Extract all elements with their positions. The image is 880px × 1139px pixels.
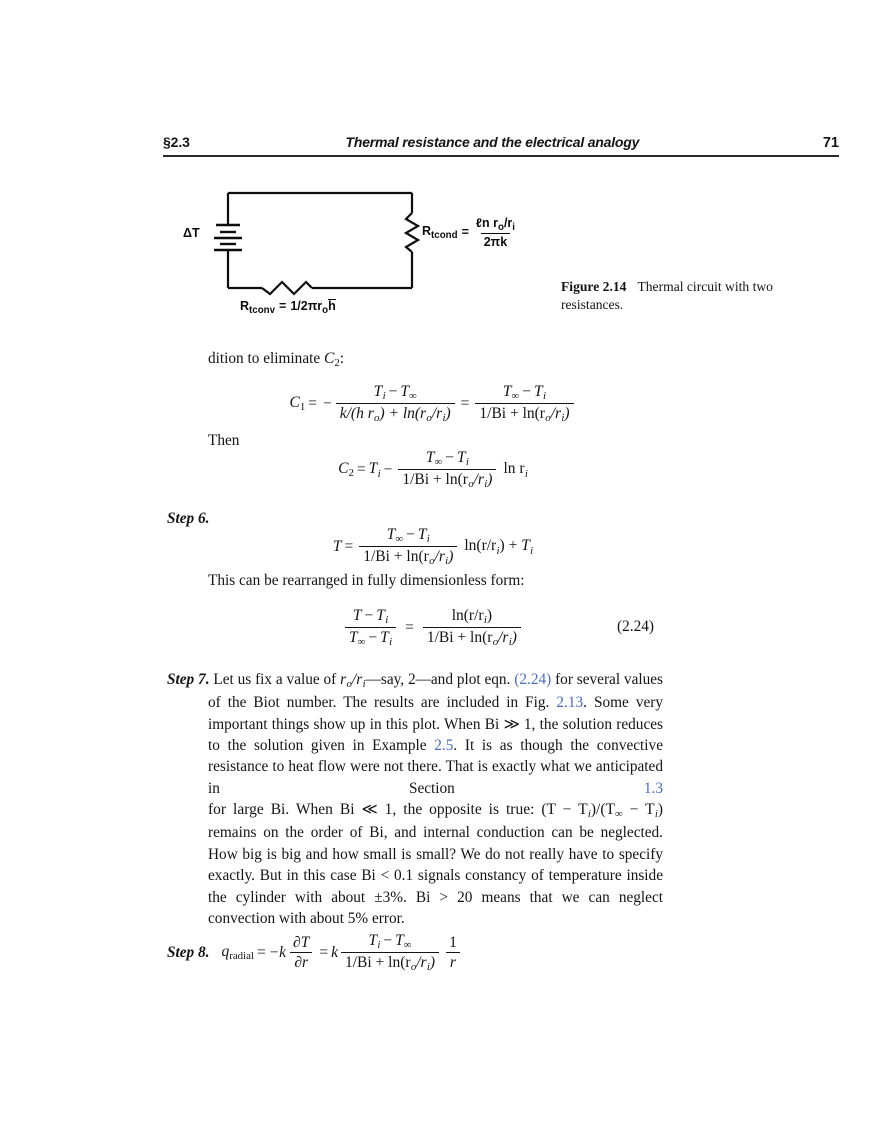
figure-2-14: ΔT Rtcond = ℓn ro/ri 2πk Rtconv = 1/2πro… xyxy=(180,180,560,330)
c1-fraction-1: Ti−T∞ k/(h ro) + ln(ro/ri) xyxy=(335,383,455,425)
step8-k: k xyxy=(331,944,338,962)
header-rule xyxy=(163,155,839,157)
step-6: Step 6. xyxy=(167,508,663,529)
step-7-text-1: Let us fix a value of xyxy=(213,671,337,688)
step-7-text-9: ) remains on the order of Bi, and intern… xyxy=(208,801,664,928)
step6-lhs: T xyxy=(332,538,342,555)
step8-tail-fraction: 1 r xyxy=(445,934,461,973)
c1-f2-denominator: 1/Bi + ln(ro/ri) xyxy=(475,403,574,425)
rearranged-line: This can be rearranged in fully dimensio… xyxy=(208,570,663,591)
step-6-label: Step 6. xyxy=(167,510,210,527)
equation-step6: T = T∞−Ti 1/Bi + ln(ro/ri) ln(r/ri) + Ti xyxy=(163,524,703,570)
equation-number-2-24: (2.24) xyxy=(617,618,654,635)
thermal-circuit-schematic xyxy=(214,191,421,296)
step8-tail-denominator: r xyxy=(445,952,460,972)
c1-f1-denominator: k/(h ro) + ln(ro/ri) xyxy=(335,403,455,425)
c1-minus: − xyxy=(322,395,332,412)
page-number: 71 xyxy=(822,135,839,151)
rt-cond-denominator: 2πk xyxy=(480,233,511,249)
rt-conv-symbol: Rtconv xyxy=(240,299,276,316)
step6-numerator: T∞−Ti xyxy=(386,526,430,546)
link-section-1-3[interactable]: 1.3 xyxy=(643,779,663,797)
step-7-text-4: . Some very important things show up in … xyxy=(208,694,663,755)
rt-cond-label: Rtcond = ℓn ro/ri 2πk xyxy=(422,216,518,249)
c2-equals: = xyxy=(356,461,366,478)
figure-caption-label: Figure 2.14 xyxy=(561,279,627,294)
step8-partial-fraction: ∂T ∂r xyxy=(289,934,313,973)
c1-equals: = xyxy=(308,395,317,412)
step-7-text-2: —say, 2—and plot eqn. xyxy=(365,671,511,688)
c2-denominator: 1/Bi + ln(ro/ri) xyxy=(398,469,497,491)
step-7-ro-ri: ro/ri xyxy=(340,671,366,691)
c2-ti: Ti xyxy=(368,460,381,480)
delta-t-label: ΔT xyxy=(183,226,200,240)
eq224-lhs-denominator: T∞−Ti xyxy=(345,627,397,649)
equation-c2: C2 = Ti − T∞−Ti 1/Bi + ln(ro/ri) ln ri xyxy=(163,447,703,493)
eq224-lhs-fraction: T−Ti T∞−Ti xyxy=(345,607,397,649)
c2-trailing: ln ri xyxy=(503,460,528,480)
step8-equals-2: = xyxy=(319,944,329,962)
step-7-text-7: )/(T∞ − Ti xyxy=(590,801,658,821)
eq224-rhs-denominator: 1/Bi + ln(ro/ri) xyxy=(422,627,521,649)
step6-trailing: ln(r/ri) + Ti xyxy=(464,537,534,557)
step6-fraction: T∞−Ti 1/Bi + ln(ro/ri) xyxy=(359,526,458,568)
step-8-label: Step 8. xyxy=(167,944,210,962)
c2-numerator: T∞−Ti xyxy=(425,449,469,469)
step8-tail-numerator: 1 xyxy=(449,933,457,951)
dition-colon: : xyxy=(339,350,345,367)
equation-c1: C1 = − Ti−T∞ k/(h ro) + ln(ro/ri) = T∞−T… xyxy=(163,381,703,427)
step8-denominator: 1/Bi + ln(ro/ri) xyxy=(340,952,440,974)
step8-partial-numerator: ∂T xyxy=(293,933,310,951)
header-section-number: §2.3 xyxy=(163,134,190,150)
c1-f1-numerator: Ti−T∞ xyxy=(373,383,417,403)
link-example-2-5[interactable]: 2.5 xyxy=(434,737,454,755)
dition-text: dition to eliminate xyxy=(208,350,321,367)
c2-lhs: C2 xyxy=(338,460,354,480)
step-7: Step 7. Let us fix a value of ro/ri—say,… xyxy=(167,669,663,929)
c1-f2-numerator: T∞−Ti xyxy=(502,383,546,403)
equation-step8: qradial = −k ∂T ∂r = k Ti−T∞ 1/Bi + ln(r… xyxy=(222,932,464,974)
step8-partial-denominator: ∂r xyxy=(290,952,313,972)
step8-numerator: Ti−T∞ xyxy=(368,932,412,952)
rt-cond-symbol: Rtcond xyxy=(422,224,458,241)
dition-line: dition to eliminate C2: xyxy=(208,348,663,371)
step8-q: qradial xyxy=(221,943,254,963)
link-fig-2-13[interactable]: 2.13 xyxy=(556,694,584,712)
step-7-label: Step 7. xyxy=(167,671,210,688)
header-chapter-title: Thermal resistance and the electrical an… xyxy=(345,134,640,150)
step8-equals: = xyxy=(256,944,266,962)
then-line: Then xyxy=(208,430,663,451)
step8-minus-k: −k xyxy=(268,944,287,962)
eq224-rhs-numerator: ln(r/ri) xyxy=(451,607,493,627)
rt-conv-expression: 1/2πroh xyxy=(290,299,336,316)
rt-conv-label: Rtconv = 1/2πroh xyxy=(240,299,336,316)
step-8: Step 8. qradial = −k ∂T ∂r = k Ti−T∞ 1/B… xyxy=(167,932,663,974)
rearranged-text: This can be rearranged in fully dimensio… xyxy=(208,572,525,589)
figure-caption-text: Thermal circuit with two resistances. xyxy=(561,279,773,313)
step-7-text-5: . It is as though the convective resista… xyxy=(208,737,663,797)
c1-equals-2: = xyxy=(460,395,470,412)
equation-2-24: T−Ti T∞−Ti = ln(r/ri) 1/Bi + ln(ro/ri) xyxy=(163,604,703,652)
running-head: §2.3 Thermal resistance and the electric… xyxy=(163,134,839,151)
rt-cond-numerator: ℓn ro/ri xyxy=(475,216,516,233)
eq224-rhs-fraction: ln(r/ri) 1/Bi + ln(ro/ri) xyxy=(422,607,521,649)
c1-lhs: C1 xyxy=(289,394,306,414)
step6-denominator: 1/Bi + ln(ro/ri) xyxy=(359,546,458,568)
link-eqn-2-24[interactable]: (2.24) xyxy=(514,671,552,688)
step-7-text-3: for several values of the Biot number. T… xyxy=(208,671,664,712)
step6-equals: = xyxy=(344,538,354,555)
dition-symbol: C2 xyxy=(324,350,340,370)
c2-minus: − xyxy=(383,461,393,478)
step8-main-fraction: Ti−T∞ 1/Bi + ln(ro/ri) xyxy=(340,932,440,974)
step-7-text-6: for large Bi. When Bi ≪ 1, the opposite … xyxy=(208,801,591,821)
rt-conv-equals: = xyxy=(279,299,287,313)
rt-cond-equals: = xyxy=(461,225,469,240)
c2-fraction: T∞−Ti 1/Bi + ln(ro/ri) xyxy=(398,449,497,491)
eq224-equals: = xyxy=(405,619,414,636)
c1-fraction-2: T∞−Ti 1/Bi + ln(ro/ri) xyxy=(475,383,574,425)
eq224-lhs-numerator: T−Ti xyxy=(352,607,389,627)
then-label: Then xyxy=(208,432,240,449)
rt-cond-fraction: ℓn ro/ri 2πk xyxy=(473,216,518,249)
